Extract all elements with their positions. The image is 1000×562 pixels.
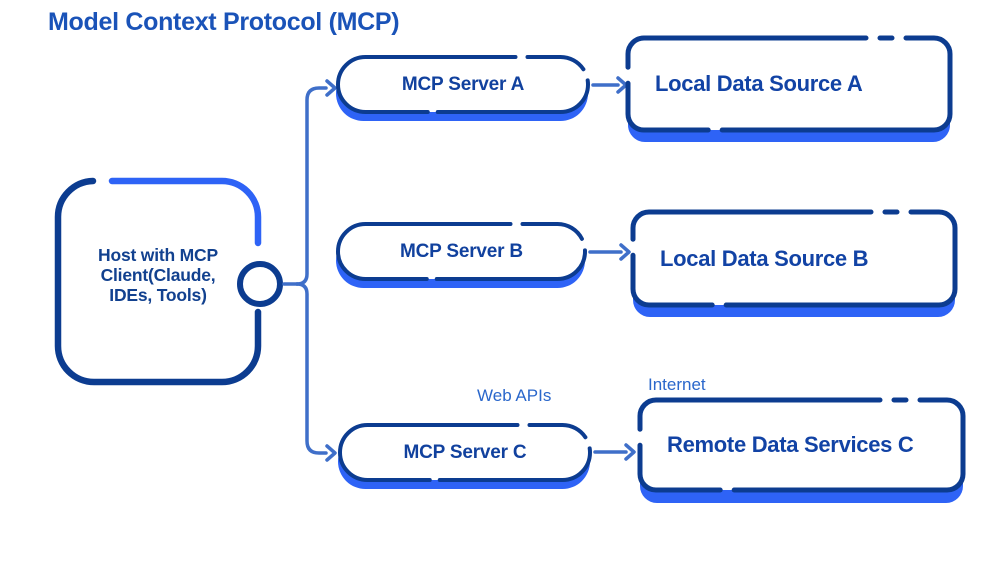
page-title: Model Context Protocol (MCP) <box>48 8 400 36</box>
host-box-border-dark <box>54 177 262 386</box>
local-data-source-b-box <box>630 209 958 308</box>
mcp-server-c-pill <box>338 423 592 482</box>
host-connector-circle <box>237 261 283 307</box>
host-node-label: Host with MCP Client(Claude, IDEs, Tools… <box>58 245 258 306</box>
internet-annotation: Internet <box>648 375 706 394</box>
connector-branch-down <box>295 282 328 455</box>
mcp-server-b-pill <box>336 222 587 281</box>
mcp-server-a-label: MCP Server A <box>401 73 525 95</box>
arrowhead-branch-down <box>325 444 337 462</box>
local-data-source-b-label: Local Data Source B <box>660 245 869 271</box>
arrowhead-c <box>624 443 636 461</box>
host-label-line-1: Host with MCP <box>98 245 218 265</box>
local-data-source-a-label: Local Data Source A <box>655 71 863 96</box>
host-label-line-3: IDEs, Tools) <box>109 284 207 305</box>
remote-data-services-c-box <box>637 397 966 493</box>
host-box-border-highlight <box>108 177 262 247</box>
local-data-source-a-box <box>625 35 953 133</box>
mcp-server-a-pill <box>336 55 590 114</box>
web-apis-annotation: Web APIs <box>477 386 552 405</box>
host-label-line-2: Client(Claude, <box>100 264 216 285</box>
mcp-server-c-label: MCP Server C <box>403 441 527 463</box>
arrowhead-b <box>619 243 631 261</box>
connector-branch-up <box>295 86 328 286</box>
arrowhead-branch-up <box>325 79 337 97</box>
remote-data-services-c-label: Remote Data Services C <box>667 432 914 457</box>
mcp-server-b-label: MCP Server B <box>400 240 523 262</box>
